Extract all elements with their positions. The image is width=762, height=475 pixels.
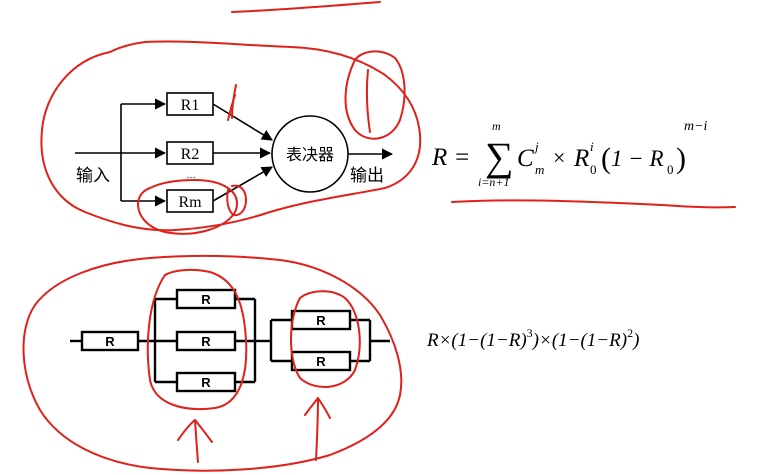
sp-label-stage3-top: R [316,313,326,328]
voter-formula: R = ∑ m i=n+1 C j m × R i 0 ( 1 − R 0 ) … [431,119,708,189]
formula-lhs: R = [431,144,470,171]
formula-r0-sub: 0 [667,162,674,177]
formula-c-sup: j [533,139,539,154]
annotation-bottom-outline [22,254,403,472]
sp-block-stage2-top [175,288,237,310]
red-annotations [22,1,736,472]
formula-c: C [517,145,534,172]
series-parallel-formula: R×(1−(1−R)3)×(1−(1−R)2) [426,326,639,351]
sp-block-labels: R R R R R R [105,292,326,390]
annotation-rm-box [226,184,247,217]
sp-formula-exp-2: 2 [627,326,633,340]
arrow-r1-voter [212,103,273,141]
annotation-rm-circle [137,179,238,235]
annotation-stage2-loop [146,268,248,411]
input-label: 输入 [76,166,110,186]
module-label-r2: R2 [181,146,200,163]
sp-formula-part-2: )×(1−(1−R) [532,330,627,351]
formula-r: R [573,145,589,172]
annotation-top-stroke [231,1,381,13]
formula-r-sup: i [590,139,594,154]
formula-c-sub: m [535,162,544,177]
sp-formula-part-3: ) [632,330,639,351]
formula-paren-close: ) [676,142,686,175]
annotation-stage3-loop [290,290,361,389]
sp-label-stage2-mid: R [201,334,211,349]
formula-paren-open: ( [601,142,611,175]
annotation-output-stroke [365,69,371,133]
annotation-stage2-arrow [194,419,199,463]
sp-formula-exp-1: 3 [527,326,533,340]
annotation-stage3-arrow [315,397,319,461]
series-parallel-diagram [70,288,390,393]
arrow-rm-voter [212,166,273,202]
sp-block-stage2-mid [175,330,237,352]
module-label-r1: R1 [181,97,200,114]
formula-exponent: m−i [684,119,708,134]
annotation-output-loop [344,50,406,140]
voter-system-diagram [75,92,394,213]
formula-r-sub: 0 [590,162,597,177]
sp-label-series: R [105,334,115,349]
output-label: 输出 [350,166,384,186]
sp-formula-part-1: R×(1−(1−R) [426,330,527,351]
annotation-top-outline [40,40,422,232]
sp-block-stage3-bot [290,350,352,372]
voter-label: 表决器 [286,145,334,164]
annotation-stage2-arrow-head [177,419,213,443]
formula-sum: ∑ [485,134,514,179]
formula-one-minus: 1 − R [611,146,664,171]
annotation-formula-underline [451,199,736,209]
sp-label-stage2-top: R [201,292,211,307]
formula-times: × [553,145,565,170]
annotation-stage3-arrow-head [304,397,331,419]
sp-label-stage3-bot: R [316,354,326,369]
module-label-rm: Rm [178,194,202,211]
formula-sum-lower: i=n+1 [478,175,510,189]
module-ellipsis: … [186,170,196,181]
sp-formula: R×(1−(1−R)3)×(1−(1−R)2) [426,326,639,351]
formula-sum-upper: m [492,119,501,133]
sp-block-stage2-bot [175,371,237,393]
annotation-r1-mark-2 [227,94,236,121]
sp-label-stage2-bot: R [201,375,211,390]
